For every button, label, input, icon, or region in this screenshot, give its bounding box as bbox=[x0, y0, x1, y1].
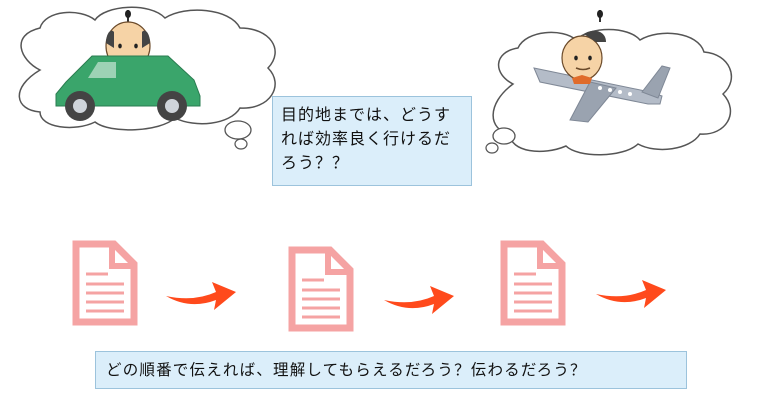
document-icon bbox=[72, 240, 138, 326]
arrow-right-icon bbox=[384, 286, 454, 314]
arrow-right-icon bbox=[166, 282, 236, 310]
car bbox=[55, 55, 201, 121]
airplane-with-person bbox=[533, 10, 671, 123]
document-icon bbox=[288, 246, 354, 332]
caption-bar: どの順番で伝えれば、理解してもらえるだろう？伝わるだろう？ bbox=[95, 351, 687, 389]
document-icon bbox=[500, 240, 566, 326]
car-with-person bbox=[55, 10, 201, 121]
question-callout: 目的地までは、どうすれば効率良く行けるだろう？？ bbox=[272, 96, 472, 186]
question-text: 目的地までは、どうすれば効率良く行けるだろう？？ bbox=[281, 105, 452, 172]
airplane bbox=[533, 65, 671, 123]
arrow-right-icon bbox=[596, 280, 666, 308]
person-head bbox=[561, 10, 606, 84]
caption-text: どの順番で伝えれば、理解してもらえるだろう？伝わるだろう？ bbox=[106, 361, 587, 379]
